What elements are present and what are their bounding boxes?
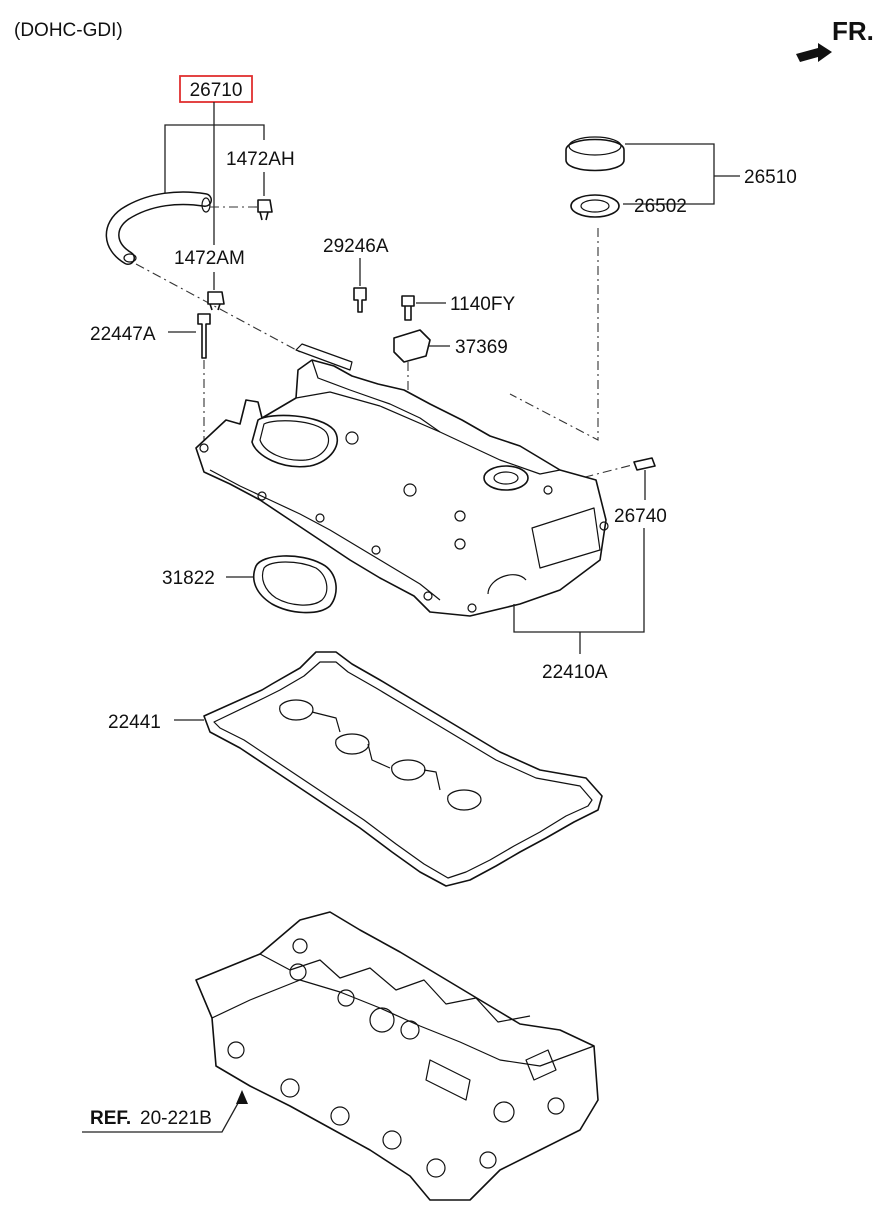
- label-1472AH[interactable]: 1472AH: [226, 149, 295, 170]
- label-37369[interactable]: 37369: [455, 337, 508, 358]
- label-29246A[interactable]: 29246A: [323, 236, 389, 257]
- label-26710[interactable]: 26710: [190, 80, 243, 101]
- front-arrow-icon: [796, 43, 832, 62]
- label-26510[interactable]: 26510: [744, 167, 797, 188]
- label-1472AM[interactable]: 1472AM: [174, 248, 245, 269]
- gasket-31822[interactable]: [252, 555, 337, 614]
- breather-hose-inner: [107, 192, 211, 264]
- front-direction-label: FR.: [832, 16, 874, 46]
- dash-hose-cover: [135, 263, 301, 353]
- stud-bolt-22447A[interactable]: [197, 313, 211, 359]
- dash-cap-cover: [509, 228, 599, 441]
- bracket-37369[interactable]: [393, 329, 431, 363]
- leader-ref: [82, 1095, 243, 1133]
- hose-clamp-1472AM[interactable]: [207, 291, 225, 311]
- variant-label: (DOHC-GDI): [14, 20, 123, 41]
- label-22447A[interactable]: 22447A: [90, 324, 156, 345]
- bracket-26710: [164, 124, 265, 195]
- oil-filler-cap-gasket-hole: [580, 199, 610, 213]
- ref-prefix: REF.: [90, 1108, 131, 1129]
- oil-filler-cap-gasket[interactable]: [570, 194, 620, 218]
- oil-filler-neck: [483, 465, 529, 491]
- ref-code[interactable]: 20-221B: [140, 1108, 212, 1129]
- cylinder-head[interactable]: [195, 911, 599, 1201]
- gasket-31822-inner: [261, 561, 328, 606]
- label-22441[interactable]: 22441: [108, 712, 161, 733]
- sensor-26740[interactable]: [633, 457, 656, 471]
- label-26502[interactable]: 26502: [634, 196, 687, 217]
- bracket-22410A: [513, 528, 645, 633]
- hose-end-bottom: [123, 253, 137, 263]
- bolt-1140FY[interactable]: [401, 295, 415, 321]
- label-22410A[interactable]: 22410A: [542, 662, 608, 683]
- bracket-26510: [623, 143, 715, 205]
- highlight-box-26710: [179, 75, 253, 103]
- label-26740[interactable]: 26740: [614, 506, 667, 527]
- cylinder-head-cover-22410A[interactable]: [195, 343, 609, 617]
- oil-filler-cap-top: [568, 136, 622, 156]
- pcv-valve-29246A[interactable]: [353, 287, 367, 313]
- label-31822[interactable]: 31822: [162, 568, 215, 589]
- hose-clamp-1472AH[interactable]: [257, 199, 273, 221]
- ref-arrow-icon: [236, 1090, 248, 1104]
- cover-gasket-22441[interactable]: [203, 651, 603, 887]
- label-1140FY[interactable]: 1140FY: [450, 294, 515, 315]
- hose-end-top: [201, 197, 211, 213]
